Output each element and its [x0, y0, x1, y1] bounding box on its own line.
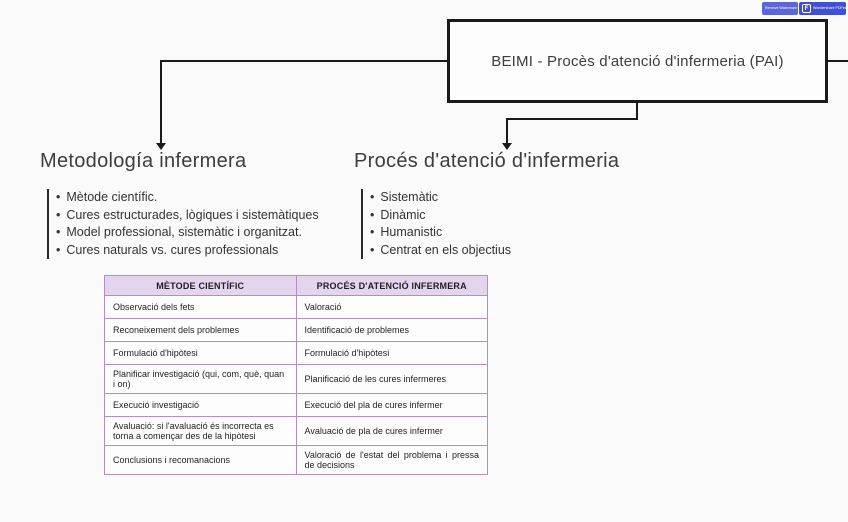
cell-metode: Conclusions i recomanacions [104, 445, 297, 475]
branch-list-proces: Sistemàtic Dinàmic Humanistic Centrat en… [361, 189, 511, 259]
list-item: Cures naturals vs. cures professionals [56, 242, 319, 260]
table-row: Formulació d'hipòtesi Formulació d'hipòt… [104, 341, 488, 365]
branch-heading-proces: Procés d'atenció d'infermeria [354, 150, 620, 172]
column-header-proces-atencio: PROCÉS D'ATENCIÓ INFERMERA [295, 275, 488, 296]
cell-proces: Execució del pla de cures infermer [295, 393, 488, 417]
table-row: Avaluació: si l'avaluació és incorrecta … [104, 416, 488, 446]
branch-list-metodologia: Mètode científic. Cures estructurades, l… [47, 189, 319, 259]
connector-right-vertical [506, 118, 508, 143]
cell-metode: Observació dels fets [104, 295, 297, 319]
table-row: Reconeixement dels problemes Identificac… [104, 318, 488, 342]
table-row: Planificar investigació (qui, com, què, … [104, 364, 488, 394]
table-header-row: MÈTODE CIENTÍFIC PROCÉS D'ATENCIÓ INFERM… [104, 275, 488, 296]
remove-watermark-label: Remove Watermark [765, 6, 797, 11]
cell-metode: Formulació d'hipòtesi [104, 341, 297, 365]
branch-heading-metodologia: Metodología infermera [40, 150, 247, 172]
comparison-table: MÈTODE CIENTÍFIC PROCÉS D'ATENCIÓ INFERM… [104, 275, 488, 475]
pdfelement-brand-label: Wondershare PDFelement [813, 6, 848, 11]
pdfelement-brand-badge[interactable]: F Wondershare PDFelement [799, 2, 848, 15]
table-row: Observació dels fets Valoració [104, 295, 488, 319]
cell-metode: Reconeixement dels problemes [104, 318, 297, 342]
table-row: Execució investigació Execució del pla d… [104, 393, 488, 417]
connector-right-horizontal [506, 118, 638, 120]
cell-proces: Valoració [295, 295, 488, 319]
connector-right-stub [636, 103, 638, 119]
connector-left-vertical [160, 60, 162, 143]
connector-offscreen-right [828, 60, 848, 62]
cell-metode: Planificar investigació (qui, com, què, … [104, 364, 297, 394]
arrow-down-icon [156, 143, 166, 150]
list-item: Sistemàtic [370, 189, 511, 207]
cell-metode: Execució investigació [104, 393, 297, 417]
cell-metode: Avaluació: si l'avaluació és incorrecta … [104, 416, 297, 446]
watermark-badge: Remove Watermark F Wondershare PDFelemen… [762, 2, 848, 15]
table-row: Conclusions i recomanacions Valoració de… [104, 445, 488, 475]
column-header-metode-cientific: MÈTODE CIENTÍFIC [104, 275, 297, 296]
list-item: Model professional, sistemàtic i organit… [56, 224, 319, 242]
remove-watermark-button[interactable]: Remove Watermark [762, 2, 798, 15]
pdfelement-logo-icon: F [802, 4, 811, 13]
root-node-box: BEIMI - Procès d'atenció d'infermeria (P… [447, 19, 828, 103]
list-item: Centrat en els objectius [370, 242, 511, 260]
cell-proces: Identificació de problemes [295, 318, 488, 342]
connector-left-horizontal [160, 60, 447, 62]
cell-proces: Planificació de les cures infermeres [295, 364, 488, 394]
cell-proces: Formulació d'hipòtesi [295, 341, 488, 365]
cell-proces: Valoració de l'estat del problema i pres… [295, 445, 488, 475]
root-node-title: BEIMI - Procès d'atenció d'infermeria (P… [491, 52, 784, 70]
list-item: Cures estructurades, lògiques i sistemàt… [56, 207, 318, 225]
arrow-down-icon [502, 143, 512, 150]
cell-proces: Avaluació de pla de cures infermer [295, 416, 488, 446]
list-item: Humanistic [370, 224, 511, 242]
list-item: Mètode científic. [56, 189, 319, 207]
list-item: Dinàmic [370, 207, 511, 225]
